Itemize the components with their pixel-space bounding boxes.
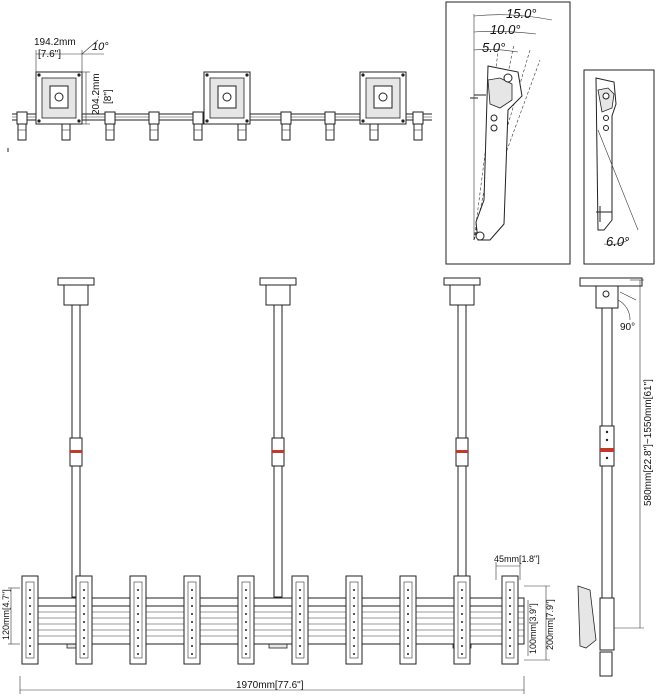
tilt-detail-small: 6.0° <box>583 69 655 265</box>
front-vertical-arm <box>75 575 93 665</box>
front-view-diagram: 1970mm[77.6"] 120mm[4.7"] 45mm[1.8"] 200… <box>1 277 555 694</box>
side-view-diagram: 90° 580mm[22.8"]~1550mm[61"] <box>577 277 654 677</box>
top-view-diagram: 194.2mm [7.6"] 10° 204.2mm [8"] <box>7 37 432 152</box>
top-arm-clamp <box>192 111 204 141</box>
front-ceiling-poles <box>57 277 481 649</box>
top-ceiling-plate <box>359 71 407 125</box>
left-height-dimension: 120mm[4.7"] <box>1 589 11 640</box>
top-arm-clamp <box>324 111 336 141</box>
top-height-dimension-inch: [8"] <box>103 89 114 104</box>
front-vertical-arm <box>237 575 255 665</box>
top-arm-clamp <box>280 111 292 141</box>
top-width-dimension-inch: [7.6"] <box>38 49 61 60</box>
front-vertical-arms <box>21 575 519 665</box>
top-arm-clamp <box>412 111 424 141</box>
arm-width-dimension: 45mm[1.8"] <box>494 554 540 564</box>
top-ceiling-plate <box>203 71 251 125</box>
height-200-dimension: 200mm[7.9"] <box>545 599 555 650</box>
top-height-dimension: 204.2mm <box>91 73 102 115</box>
top-width-dimension: 194.2mm <box>34 37 76 48</box>
top-arm-clamp <box>148 111 160 141</box>
tilt-angle-15: 15.0° <box>506 6 537 21</box>
front-pole <box>259 277 297 649</box>
tilt-detail-large: 15.0° 10.0° 5.0° <box>445 1 571 265</box>
tilt-angle-5: 5.0° <box>482 40 505 55</box>
top-ceiling-plates <box>35 71 407 125</box>
tilt-angle-6: 6.0° <box>606 234 629 249</box>
side-angle-90: 90° <box>620 322 635 333</box>
rail-slats <box>26 611 524 637</box>
pole-range-dimension: 580mm[22.8"]~1550mm[61"] <box>643 379 654 506</box>
front-vertical-arm <box>291 575 309 665</box>
height-100-dimension: 100mm[3.9"] <box>528 603 538 654</box>
front-vertical-arm <box>129 575 147 665</box>
top-tilt-angle: 10° <box>92 41 109 53</box>
front-vertical-arm <box>453 575 471 665</box>
tilt-angle-10: 10.0° <box>490 22 521 37</box>
total-width-dimension: 1970mm[77.6"] <box>236 680 304 691</box>
top-arm-clamp <box>16 111 28 141</box>
front-vertical-arm <box>501 575 519 665</box>
front-vertical-arm <box>21 575 39 665</box>
front-vertical-arm <box>183 575 201 665</box>
front-vertical-arm <box>399 575 417 665</box>
front-vertical-arm <box>345 575 363 665</box>
top-ceiling-plate <box>35 71 83 125</box>
top-arm-clamp <box>104 111 116 141</box>
